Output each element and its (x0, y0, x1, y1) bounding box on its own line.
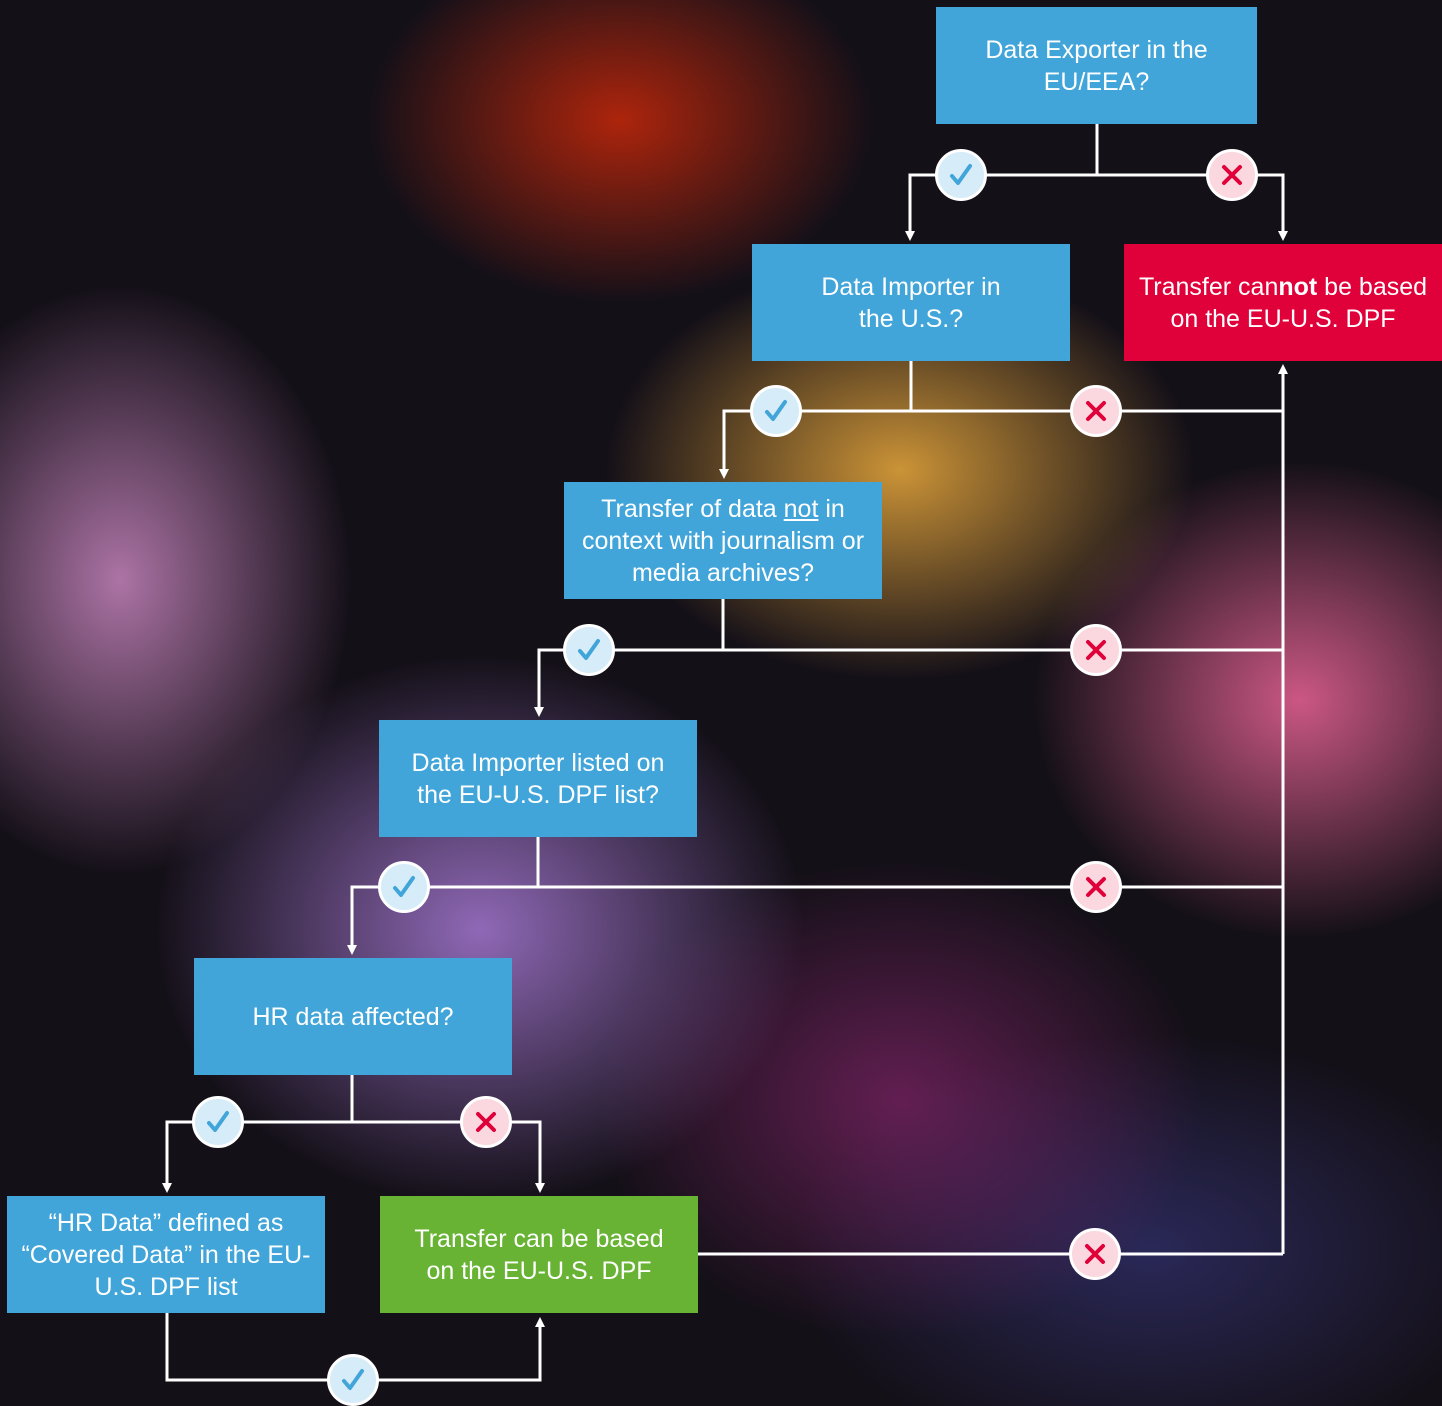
exporter-question-box: Data Exporter in the EU/EEA? (936, 7, 1257, 124)
check-icon (563, 624, 615, 676)
hr-no-path (352, 1120, 545, 1193)
listed-question-text: Data Importer listed on the EU-U.S. DPF … (411, 748, 665, 809)
check-icon (192, 1096, 244, 1148)
exporter-no-path (1097, 173, 1288, 241)
cross-icon (1070, 385, 1122, 437)
check-icon (327, 1354, 379, 1406)
cross-icon (1206, 149, 1258, 201)
cannot-outcome-text: Transfer cannot be based on the EU-U.S. … (1138, 272, 1428, 333)
check-icon (750, 385, 802, 437)
check-icon (378, 861, 430, 913)
hr-yes-path (162, 1120, 352, 1193)
hr-affected-question-box: HR data affected? (194, 958, 512, 1075)
cannot-outcome-box: Transfer cannot be based on the EU-U.S. … (1124, 244, 1442, 361)
journalism-yes-path (534, 648, 723, 717)
importer-yes-path (719, 409, 911, 479)
exporter-question-text: Data Exporter in the EU/EEA? (985, 35, 1208, 96)
listed-question-box: Data Importer listed on the EU-U.S. DPF … (379, 720, 697, 837)
journalism-question-box: Transfer of data not in context with jou… (564, 482, 882, 599)
importer-us-question-text: Data Importer in the U.S.? (821, 272, 1001, 333)
exporter-yes-path (905, 173, 1097, 241)
check-icon (935, 149, 987, 201)
hr-defined-text: “HR Data” defined as “Covered Data” in t… (21, 1208, 311, 1301)
can-outcome-text: Transfer can be based on the EU-U.S. DPF (414, 1224, 664, 1285)
importer-us-question-box: Data Importer in the U.S.? (752, 244, 1070, 361)
listed-yes-path (347, 885, 538, 955)
cross-icon (1070, 624, 1122, 676)
cross-icon (1069, 1228, 1121, 1280)
hr-defined-box: “HR Data” defined as “Covered Data” in t… (7, 1196, 325, 1313)
hr-affected-question-text: HR data affected? (252, 1002, 454, 1031)
can-outcome-box: Transfer can be based on the EU-U.S. DPF (380, 1196, 698, 1313)
journalism-question-text: Transfer of data not in context with jou… (581, 494, 865, 587)
cross-icon (460, 1096, 512, 1148)
cross-icon (1070, 861, 1122, 913)
